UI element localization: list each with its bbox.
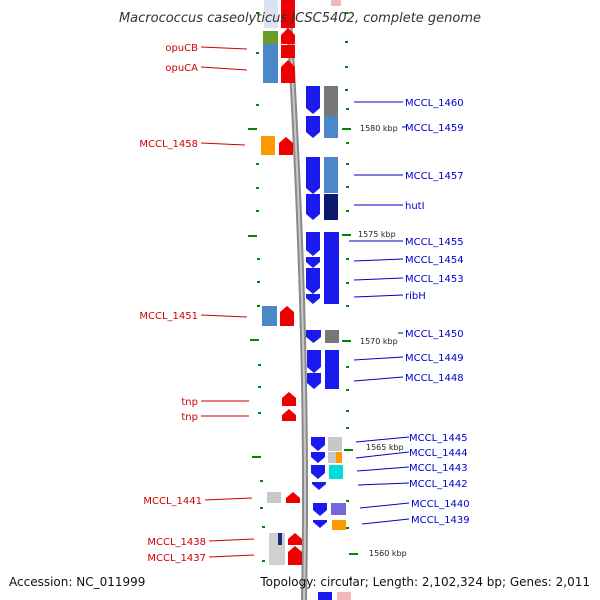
navy-feature-hutI	[324, 194, 338, 220]
gene-label-MCCL_1438: MCCL_1438	[147, 537, 206, 548]
reverse-leader-lines	[200, 46, 255, 558]
opuCB-red-cds	[281, 28, 295, 44]
tnp-red-cds-1	[282, 392, 296, 406]
gene-label-MCCL_1441: MCCL_1441	[143, 496, 202, 507]
tnp-red-cds-2	[282, 409, 296, 421]
blue-cds-1457	[306, 157, 320, 194]
blue-cds-1459	[306, 116, 320, 138]
scale-label-1570: 1570 kbp	[360, 337, 398, 346]
gene-label-MCCL_1440: MCCL_1440	[411, 499, 470, 510]
opuCA-blue-block	[263, 58, 278, 83]
scale-label-1580: 1580 kbp	[360, 124, 398, 133]
gene-label-MCCL_1454: MCCL_1454	[405, 255, 464, 266]
accession-text: Accession: NC_011999	[9, 575, 145, 589]
blue-cds-1440	[313, 503, 327, 516]
gene-label-MCCL_1458: MCCL_1458	[139, 139, 198, 150]
gene-label-MCCL_1457: MCCL_1457	[405, 171, 464, 182]
navy-stripe-1438	[278, 533, 282, 545]
right-ticks	[342, 12, 358, 580]
gene-label-tnp-1: tnp	[181, 397, 198, 408]
opuCA-red-cds	[281, 60, 295, 83]
blue-cds-1439	[313, 520, 327, 528]
grey-feature-1460	[324, 86, 338, 116]
top-pale-feature	[264, 0, 278, 28]
opuCB-blue-block	[263, 44, 278, 58]
cyan-feature-1443	[329, 465, 343, 479]
blue-cds-1443	[311, 465, 325, 479]
blue-cds-1448	[307, 373, 321, 389]
gene-label-MCCL_1448: MCCL_1448	[405, 373, 464, 384]
gene-label-hutI: hutI	[405, 201, 425, 212]
gene-label-tnp-2: tnp	[181, 412, 198, 423]
grey-feature-1450	[325, 330, 339, 343]
blue-cds-hutI	[306, 194, 320, 220]
blue-cds-1460	[306, 86, 320, 114]
blue-cds-1450	[306, 330, 321, 343]
orange-feature-1439	[332, 520, 346, 530]
gene-label-MCCL_1442: MCCL_1442	[409, 479, 468, 490]
red-cds-1441	[286, 492, 300, 503]
top-red-cds	[281, 0, 295, 28]
blue-cds-1444	[311, 452, 325, 463]
scale-label-1565: 1565 kbp	[366, 443, 404, 452]
gene-label-MCCL_1459: MCCL_1459	[405, 123, 464, 134]
steel-feature-1457	[324, 157, 338, 193]
grey-feature-1441	[267, 492, 281, 503]
topology-text: Topology: circular; Length: 2,102,324 bp…	[259, 575, 590, 589]
blue-cds-1445	[311, 437, 325, 451]
gene-label-MCCL_1453: MCCL_1453	[405, 274, 464, 285]
silver-feature-1444	[328, 452, 336, 463]
gene-label-MCCL_1449: MCCL_1449	[405, 353, 464, 364]
purple-feature-1440	[331, 503, 346, 515]
red-cds-1451	[280, 306, 294, 326]
top-right-pink	[331, 0, 341, 6]
forward-leader-lines	[349, 101, 410, 525]
orange-feature-1444	[336, 452, 342, 463]
red-cds-1438	[288, 533, 302, 545]
gene-label-MCCL_1445: MCCL_1445	[409, 433, 468, 444]
red-cds-1458	[279, 137, 293, 155]
silver-feature-1445	[328, 437, 342, 451]
gene-label-MCCL_1460: MCCL_1460	[405, 98, 464, 109]
blue-block-1449-1448	[325, 350, 339, 389]
gene-label-ribH: ribH	[405, 291, 426, 302]
scale-label-1575: 1575 kbp	[358, 230, 396, 239]
orange-feature-1458	[261, 136, 275, 155]
steel-feature-1459	[324, 116, 338, 138]
red-cds-1437	[288, 546, 302, 565]
blue-feature-1451	[262, 306, 277, 326]
blue-cds-ribH	[306, 294, 320, 304]
bottom-pink-feature	[337, 592, 351, 600]
gene-label-MCCL_1437: MCCL_1437	[147, 553, 206, 564]
gene-label-MCCL_1443: MCCL_1443	[409, 463, 468, 474]
gene-label-MCCL_1450: MCCL_1450	[405, 329, 464, 340]
blue-block-1455-ribH	[324, 232, 339, 304]
blue-cds-1454	[306, 257, 320, 268]
blue-cds-1442	[312, 482, 326, 490]
blue-cds-1455	[306, 232, 320, 256]
blue-cds-1449	[307, 350, 321, 373]
gene-label-MCCL_1451: MCCL_1451	[139, 311, 198, 322]
genome-backbone-highlight	[287, 0, 307, 600]
gene-label-opuCA: opuCA	[165, 63, 198, 74]
gene-label-MCCL_1455: MCCL_1455	[405, 237, 464, 248]
left-ticks	[248, 12, 265, 562]
scale-label-1560: 1560 kbp	[369, 549, 407, 558]
opuCB-green-block	[263, 31, 278, 44]
blue-cds-1453	[306, 268, 320, 294]
gene-label-MCCL_1439: MCCL_1439	[411, 515, 470, 526]
opuCB-red-lower	[281, 45, 295, 58]
grey-feature-1438	[269, 533, 285, 565]
bottom-blue-cds	[318, 592, 332, 600]
gene-label-MCCL_1444: MCCL_1444	[409, 448, 468, 459]
gene-label-opuCB: opuCB	[165, 43, 198, 54]
map-title: Macrococcus caseolyticus JCSC5402, compl…	[119, 11, 481, 26]
